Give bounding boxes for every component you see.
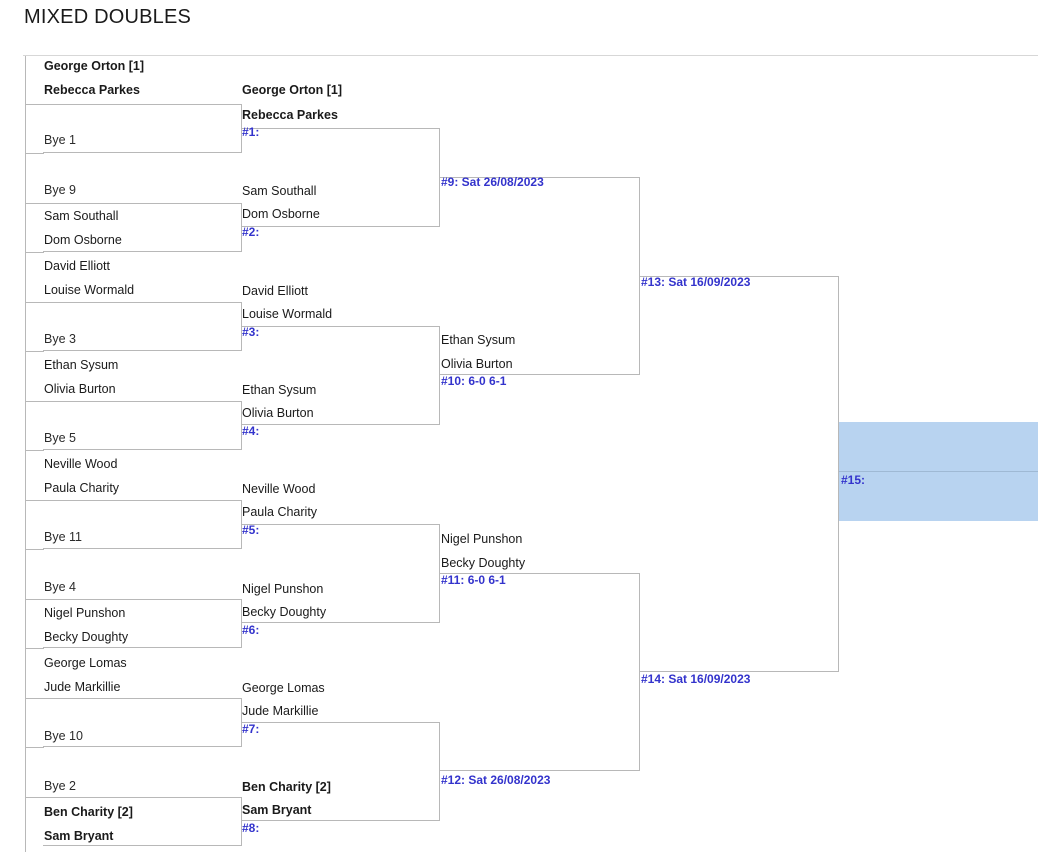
round2-entry[interactable]: Dom Osborne (242, 207, 320, 221)
round1-entry[interactable]: Bye 4 (44, 580, 76, 594)
round1-entry[interactable]: George Orton [1] (44, 59, 145, 73)
round1-entry[interactable]: Bye 2 (44, 779, 76, 793)
r1-stub (25, 153, 44, 154)
round1-entry[interactable]: Dom Osborne (44, 233, 122, 247)
r1-stub (25, 351, 44, 352)
r1-stub (25, 302, 44, 303)
round2-entry[interactable]: Olivia Burton (242, 406, 314, 420)
match-label[interactable]: #5: (242, 523, 260, 537)
match-label[interactable]: #14: Sat 16/09/2023 (641, 672, 751, 686)
round2-entry[interactable]: Nigel Punshon (242, 582, 324, 596)
round2-entry[interactable]: George Lomas (242, 681, 325, 695)
match-label[interactable]: #12: Sat 26/08/2023 (441, 773, 551, 787)
round1-entry[interactable]: Neville Wood (44, 457, 118, 471)
r1-stub (25, 747, 44, 748)
match-label[interactable]: #2: (242, 225, 260, 239)
round1-entry[interactable]: Sam Southall (44, 209, 119, 223)
round2-entry[interactable]: Sam Bryant (242, 803, 312, 817)
round1-entry[interactable]: Ethan Sysum (44, 358, 119, 372)
r1-stub (25, 698, 44, 699)
match-label[interactable]: #13: Sat 16/09/2023 (641, 275, 751, 289)
round1-entry[interactable]: Olivia Burton (44, 382, 116, 396)
round1-entry[interactable]: Louise Wormald (44, 283, 135, 297)
final-cell-divider (838, 471, 1038, 472)
round1-entry[interactable]: Jude Markillie (44, 680, 121, 694)
round2-entry[interactable]: Paula Charity (242, 505, 318, 519)
round2-entry[interactable]: Jude Markillie (242, 704, 319, 718)
round1-entry[interactable]: Bye 1 (44, 133, 76, 147)
round1-entry[interactable]: Nigel Punshon (44, 606, 126, 620)
round1-entry[interactable]: Sam Bryant (44, 829, 114, 843)
title-divider (23, 55, 1038, 56)
final-left-spine (838, 276, 839, 672)
r1-stub (25, 401, 44, 402)
r1-stub (25, 500, 44, 501)
r1-stub (25, 549, 44, 550)
round3-entry[interactable]: Ethan Sysum (441, 333, 516, 347)
round2-entry[interactable]: Rebecca Parkes (242, 108, 338, 122)
r3-connector (439, 573, 640, 771)
round2-entry[interactable]: Neville Wood (242, 482, 316, 496)
round1-entry[interactable]: Rebecca Parkes (44, 83, 140, 97)
r1-stub (25, 648, 44, 649)
round1-entry[interactable]: George Lomas (44, 656, 127, 670)
r1-stub (25, 203, 44, 204)
round1-entry[interactable]: Bye 11 (44, 530, 82, 544)
r1-stub (25, 252, 44, 253)
match-label[interactable]: #15: (841, 473, 866, 487)
round1-entry[interactable]: Bye 5 (44, 431, 76, 445)
round3-entry[interactable]: Nigel Punshon (441, 532, 523, 546)
round1-entry[interactable]: David Elliott (44, 259, 110, 273)
round2-entry[interactable]: Becky Doughty (242, 605, 327, 619)
match-label[interactable]: #3: (242, 325, 260, 339)
match-label[interactable]: #11: 6-0 6-1 (441, 573, 506, 587)
round2-entry[interactable]: George Orton [1] (242, 83, 343, 97)
r1-stub (25, 450, 44, 451)
round3-entry[interactable]: Olivia Burton (441, 357, 513, 371)
page-title: MIXED DOUBLES (24, 6, 192, 28)
round1-entry[interactable]: Ben Charity [2] (44, 805, 133, 819)
match-label[interactable]: #9: Sat 26/08/2023 (441, 175, 544, 189)
match-label[interactable]: #6: (242, 623, 260, 637)
round2-entry[interactable]: Ethan Sysum (242, 383, 317, 397)
round2-entry[interactable]: Louise Wormald (242, 307, 333, 321)
match-label[interactable]: #10: 6-0 6-1 (441, 374, 507, 388)
round1-entry[interactable]: Becky Doughty (44, 630, 129, 644)
round2-entry[interactable]: David Elliott (242, 284, 308, 298)
round1-entry[interactable]: Bye 10 (44, 729, 83, 743)
r1-stub (25, 797, 44, 798)
match-label[interactable]: #7: (242, 722, 260, 736)
r1-stub (25, 104, 44, 105)
bracket-left-spine (25, 56, 26, 852)
match-label[interactable]: #4: (242, 424, 260, 438)
round1-entry[interactable]: Bye 9 (44, 183, 76, 197)
round1-entry[interactable]: Paula Charity (44, 481, 120, 495)
match-label[interactable]: #8: (242, 821, 260, 835)
match-label[interactable]: #1: (242, 125, 260, 139)
round1-entry[interactable]: Bye 3 (44, 332, 76, 346)
r1-stub (25, 599, 44, 600)
round2-entry[interactable]: Sam Southall (242, 184, 317, 198)
round3-entry[interactable]: Becky Doughty (441, 556, 526, 570)
round2-entry[interactable]: Ben Charity [2] (242, 780, 331, 794)
r4-connector (639, 276, 839, 672)
